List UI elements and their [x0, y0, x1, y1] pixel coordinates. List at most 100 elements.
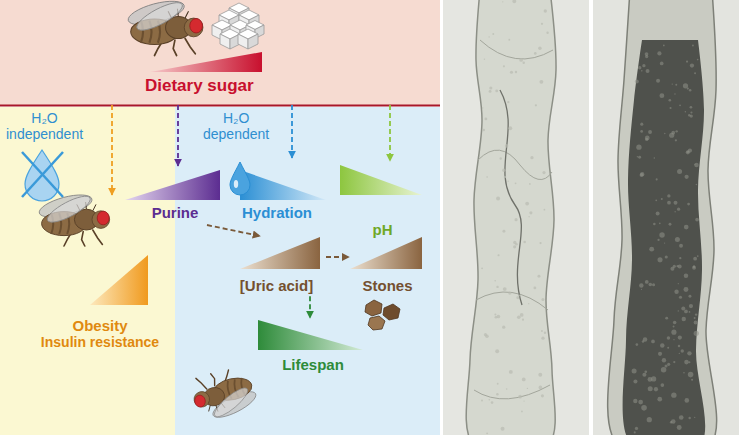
illustration-part	[679, 415, 684, 420]
illustration-part	[541, 330, 543, 332]
fly-illustration	[189, 365, 261, 426]
illustration-part	[515, 243, 518, 246]
stone-icon	[383, 304, 400, 320]
trend-wedge-fill	[125, 170, 220, 200]
node-label: Stones	[362, 277, 412, 294]
sugar-cube	[220, 29, 240, 49]
illustration-part	[645, 52, 649, 56]
illustration-part	[648, 130, 652, 134]
node-label: H₂O independent	[6, 110, 83, 142]
illustration-part	[530, 156, 533, 159]
illustration-part	[669, 223, 672, 226]
illustration-part	[637, 156, 638, 157]
illustration-part	[661, 367, 667, 373]
illustration-part	[645, 280, 649, 284]
illustration-part	[194, 394, 207, 408]
illustration-part	[646, 69, 650, 73]
illustration-part	[500, 90, 522, 305]
illustration-part	[648, 283, 652, 287]
illustration-part	[632, 368, 637, 373]
illustration-part	[674, 201, 678, 205]
illustration-part	[489, 90, 492, 93]
illustration-part	[672, 83, 673, 84]
illustration-part	[679, 353, 680, 354]
illustration-part	[642, 64, 645, 67]
illustration-part	[694, 163, 698, 167]
illustration-part	[679, 257, 681, 259]
illustration-part	[185, 39, 195, 54]
illustration-part	[248, 34, 258, 49]
illustration-part	[658, 352, 662, 356]
illustration-part	[688, 361, 690, 363]
illustration-part	[659, 223, 661, 225]
illustration-part	[515, 182, 517, 184]
node-label: [Uric acid]	[240, 277, 313, 294]
illustration-part	[528, 303, 529, 304]
illustration-part	[546, 32, 548, 34]
illustration-part	[673, 321, 677, 325]
illustration-part	[539, 80, 543, 84]
illustration-part	[651, 376, 656, 381]
cross-mark	[22, 152, 63, 197]
illustration-part	[515, 218, 518, 221]
illustration-part	[638, 400, 643, 405]
illustration-part	[535, 104, 537, 106]
illustration-part	[688, 372, 694, 378]
illustration-part	[93, 230, 103, 244]
illustration-part	[500, 157, 502, 159]
illustration-part	[466, 0, 556, 435]
illustration-part	[659, 93, 664, 98]
illustration-part	[694, 331, 699, 336]
illustration-part	[640, 173, 644, 177]
illustration-part	[647, 417, 652, 422]
illustration-part	[544, 332, 546, 334]
illustration-part	[656, 79, 660, 83]
illustration-part	[503, 65, 505, 67]
illustration-part	[675, 130, 677, 132]
illustration-part	[97, 211, 109, 225]
illustration-part	[190, 19, 203, 33]
illustration-part	[184, 18, 203, 37]
trend-wedge: Stones	[350, 237, 425, 296]
dashed-arrow	[177, 105, 179, 166]
illustration-part	[482, 107, 483, 108]
illustration-part	[522, 62, 524, 64]
illustration-part	[527, 388, 528, 389]
stone-icon	[365, 300, 382, 316]
drop-highlight	[234, 180, 238, 188]
header-band: Dietary sugar	[0, 0, 440, 105]
trend-wedge: [Uric acid]	[228, 237, 325, 296]
illustration-part	[633, 379, 637, 383]
illustration-part	[507, 101, 509, 103]
illustration-part	[520, 313, 524, 317]
illustration-part	[667, 336, 670, 339]
illustration-part	[541, 337, 544, 340]
illustration-part	[478, 150, 552, 179]
illustration-part	[496, 393, 498, 395]
illustration-part	[523, 241, 526, 244]
illustration-part	[645, 136, 650, 141]
illustration-part	[694, 317, 696, 319]
illustration-part	[696, 184, 698, 186]
illustration-part	[522, 319, 524, 321]
illustration-part	[671, 131, 675, 135]
illustration-part	[512, 0, 516, 3]
illustration-part	[679, 244, 683, 248]
illustration-part	[501, 427, 505, 431]
illustration-part	[133, 0, 185, 35]
illustration-part	[92, 211, 110, 229]
illustration-part	[689, 311, 691, 313]
illustration-part	[211, 384, 251, 421]
region-panel: H₂O dependentPurineHydrationpH[Uric acid…	[175, 107, 440, 435]
illustration-part	[684, 273, 689, 278]
illustration-part	[677, 425, 682, 430]
illustration-part	[509, 370, 513, 374]
illustration-part	[491, 401, 494, 404]
illustration-part	[502, 230, 505, 233]
trend-wedge: pH	[340, 163, 425, 241]
illustration-part	[634, 431, 636, 433]
illustration-part	[640, 123, 643, 126]
